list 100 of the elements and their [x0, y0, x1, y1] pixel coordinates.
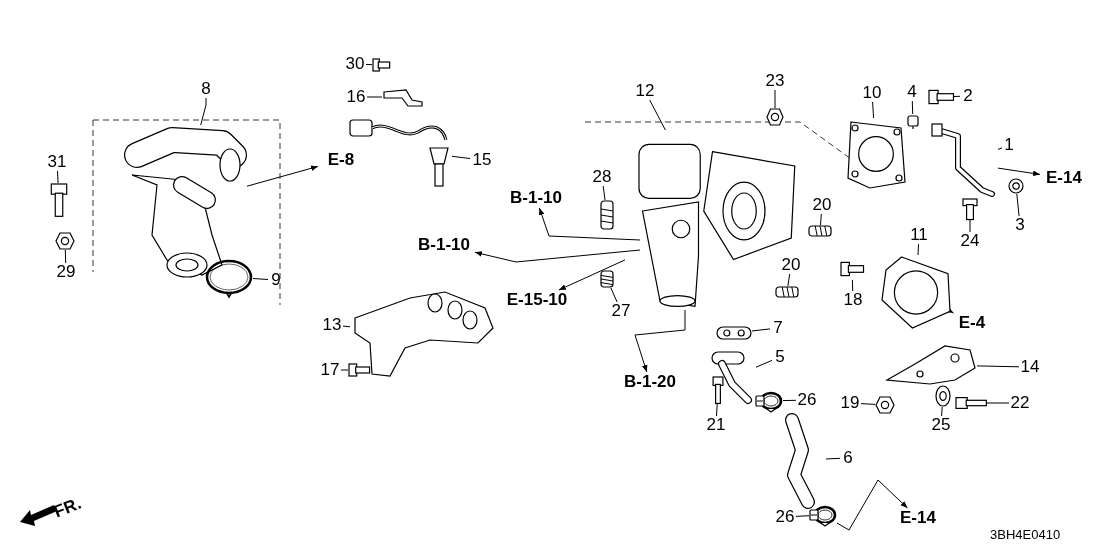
leader-line [649, 99, 666, 131]
bolt-drawing [348, 360, 370, 380]
callout-number: 4 [904, 83, 920, 101]
reference-arrow [474, 249, 641, 263]
callout-number: 20 [780, 256, 802, 274]
hose-clamp-drawing [809, 503, 837, 527]
callout-number: 12 [634, 82, 656, 100]
stud-drawing [600, 200, 614, 230]
leader-line [941, 406, 943, 417]
callout-number: 29 [55, 263, 77, 281]
gasket-drawing [716, 326, 752, 340]
nut-drawing [766, 108, 784, 126]
reference-label: E-8 [318, 150, 364, 170]
leader-line [366, 96, 383, 98]
callout-number: 9 [268, 271, 284, 289]
reference-arrow [558, 259, 626, 291]
reference-label: E-14 [1040, 168, 1088, 188]
callout-number: 19 [839, 394, 861, 412]
nut-drawing [875, 396, 895, 414]
leader-line [602, 185, 606, 201]
callout-number: 11 [908, 226, 930, 244]
washer-drawing [1008, 178, 1024, 194]
leader-line [57, 170, 59, 184]
hose-clamp-drawing [755, 389, 783, 413]
callout-number: 16 [345, 88, 367, 106]
reference-arrow [836, 479, 908, 531]
callout-number: 31 [45, 153, 69, 171]
callout-number: 26 [796, 391, 818, 409]
leader-line [342, 325, 351, 328]
leader-line [976, 365, 1020, 368]
callout-number: 28 [591, 168, 613, 186]
washer-drawing [935, 385, 951, 407]
leader-line [774, 89, 776, 109]
leader-line [782, 399, 797, 402]
callout-number: 5 [772, 348, 788, 366]
leader-line [716, 403, 718, 417]
callout-number: 8 [197, 80, 215, 98]
leader-line [911, 100, 914, 115]
gasket-drawing [880, 255, 952, 330]
callout-number: 23 [764, 72, 786, 90]
bolt-drawing [372, 55, 390, 75]
leader-line [1016, 193, 1020, 217]
leader-line [872, 101, 875, 119]
direction-label: FR. [51, 493, 85, 523]
reference-label: B-1-20 [614, 372, 686, 392]
stud-drawing [600, 270, 614, 288]
callout-number: 7 [770, 319, 786, 337]
reference-arrow [997, 167, 1041, 177]
callout-number: 17 [319, 361, 341, 379]
callout-number: 25 [930, 416, 952, 434]
callout-number: 26 [774, 508, 796, 526]
stud-drawing [775, 286, 799, 298]
callout-number: 2 [960, 87, 976, 105]
callout-number: 24 [959, 232, 981, 250]
leader-line [986, 402, 1010, 404]
leader-line [953, 95, 961, 97]
bracket-drawing [382, 86, 426, 108]
reference-label: E-14 [895, 508, 941, 528]
callout-number: 22 [1009, 394, 1031, 412]
leader-line [610, 287, 618, 303]
gasket-drawing [845, 118, 907, 190]
callout-number: 18 [842, 291, 864, 309]
callout-number: 6 [840, 449, 856, 467]
reference-label: E-15-10 [498, 290, 576, 310]
stud-drawing [808, 225, 832, 237]
callout-number: 30 [344, 55, 366, 73]
bolt-drawing [48, 183, 70, 217]
reference-label: E-4 [950, 313, 994, 333]
bracket-drawing [885, 342, 977, 388]
leader-line [755, 359, 773, 368]
leader-line [851, 279, 854, 292]
bolt-drawing [711, 376, 725, 404]
bolt-drawing [960, 198, 980, 220]
leader-line [825, 457, 841, 460]
leader-line [451, 155, 471, 159]
leader-line [340, 369, 349, 371]
callout-number: 21 [705, 416, 727, 434]
callout-number: 1 [1002, 136, 1016, 154]
bolt-drawing [955, 394, 987, 412]
leader-line [751, 328, 771, 332]
reference-arrow [538, 207, 641, 241]
reference-label: B-1-10 [413, 235, 475, 255]
leader-line [917, 243, 919, 256]
callout-number: 10 [861, 84, 883, 102]
leader-line [860, 403, 876, 405]
reference-arrow [246, 165, 319, 187]
callout-number: 27 [610, 302, 632, 320]
leader-line [969, 219, 971, 233]
leader-line [787, 273, 791, 287]
callout-number: 15 [470, 151, 494, 169]
reference-label: B-1-10 [505, 188, 567, 208]
leader-line [200, 97, 207, 126]
leader-line [365, 63, 373, 66]
leader-line [64, 249, 67, 264]
callout-number: 13 [321, 316, 343, 334]
clip-drawing [906, 114, 920, 130]
leader-line [795, 515, 810, 517]
callout-number: 20 [811, 196, 833, 214]
drawing-code: 3BH4E0410 [990, 527, 1061, 542]
callout-number: 14 [1019, 358, 1041, 376]
